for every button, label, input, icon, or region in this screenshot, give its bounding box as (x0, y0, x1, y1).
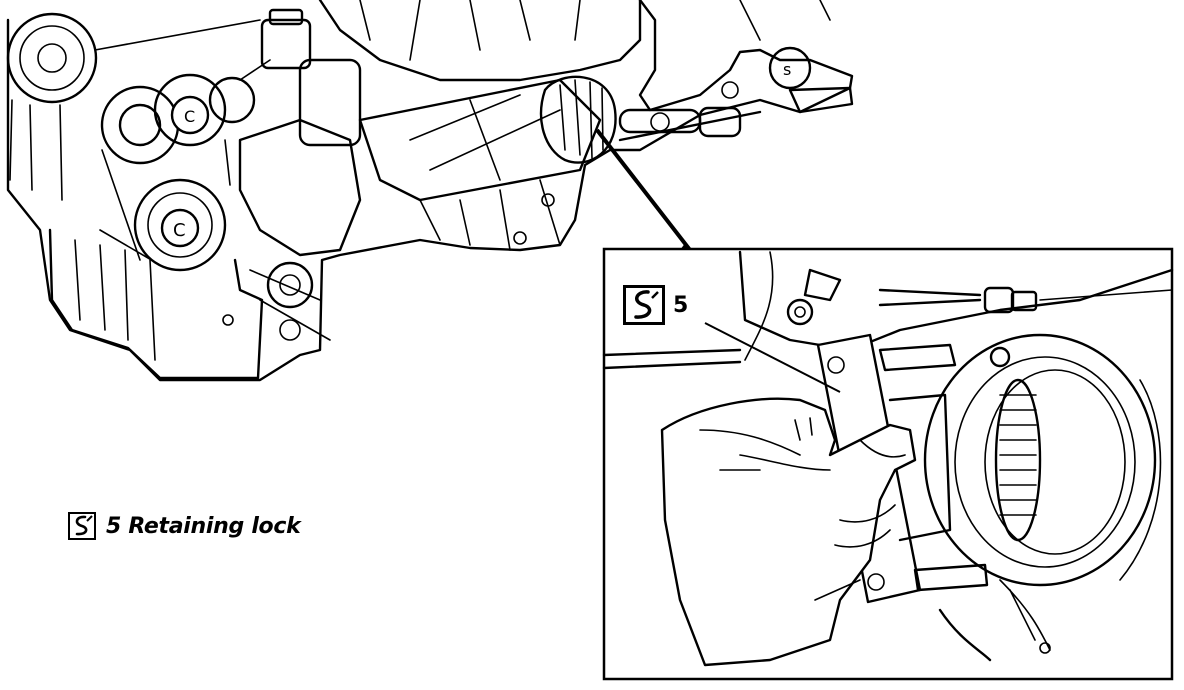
svg-text:C: C (173, 220, 186, 241)
special-tool-icon (623, 285, 665, 325)
special-tool-icon (68, 512, 96, 540)
caption-text: 5 Retaining lock (106, 513, 301, 539)
svg-text:s: s (783, 60, 791, 79)
caption-legend: 5 Retaining lock (68, 509, 301, 543)
callout-number: 5 (673, 292, 689, 318)
inset-callout: 5 (623, 285, 688, 325)
svg-text:C: C (184, 107, 195, 126)
